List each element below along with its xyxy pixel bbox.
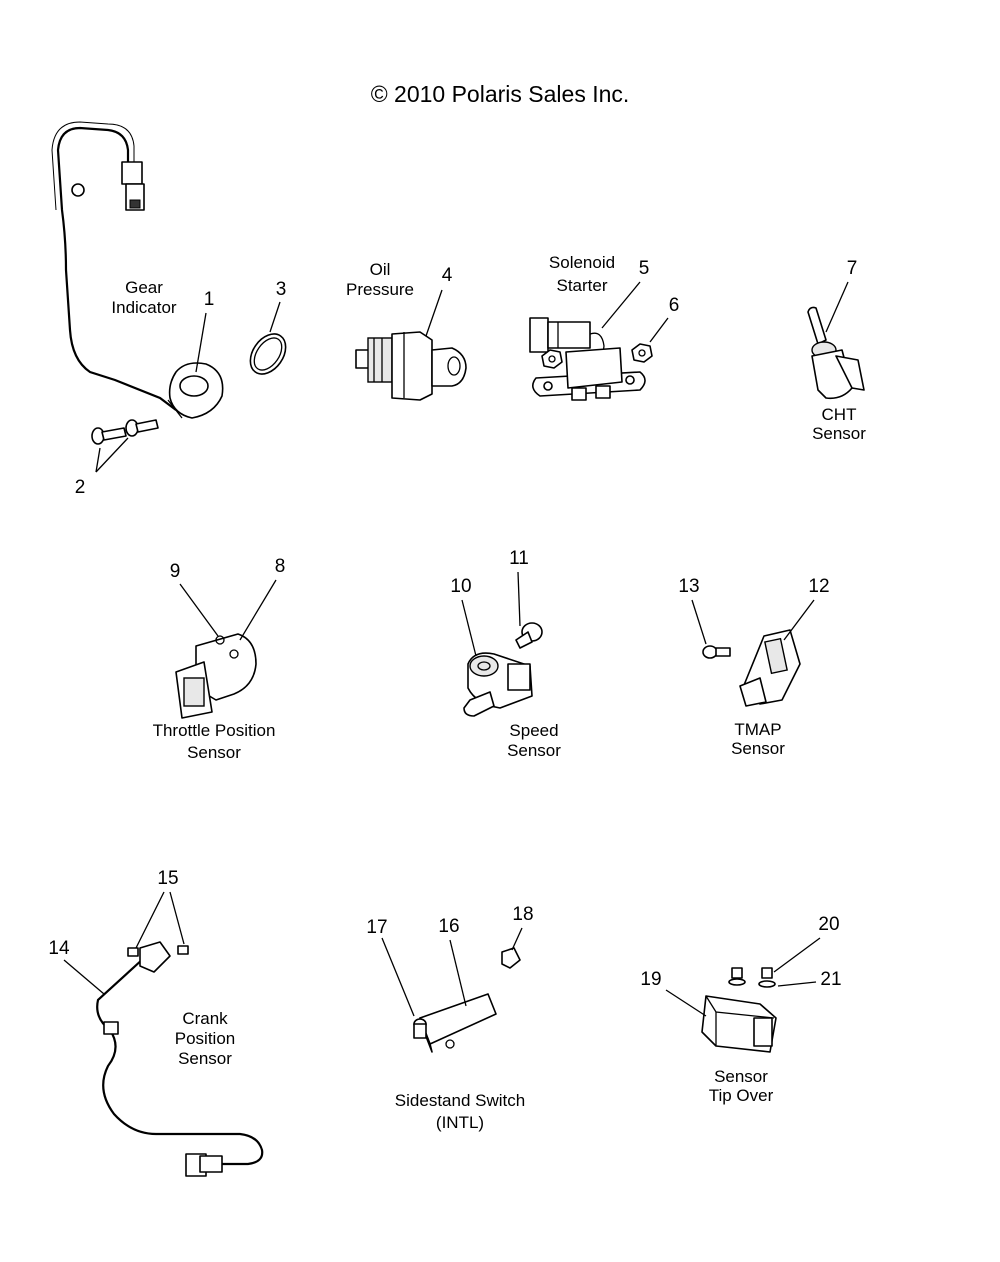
callout-10: 10 — [450, 576, 472, 597]
gear-indicator-part — [51, 121, 287, 445]
tmap-sensor-label-line1: TMAP — [734, 720, 782, 739]
tmap-screw — [702, 645, 731, 659]
oil-pressure-part — [355, 331, 467, 401]
speed-sensor-label: Speed Sensor — [492, 721, 576, 761]
callout-11: 11 — [509, 548, 529, 569]
cht-sensor-label: CHT Sensor — [796, 405, 882, 443]
gear-indicator-label-line1: Gear — [125, 278, 163, 297]
speed-sensor-label-line1: Speed — [509, 721, 559, 740]
sidestand-switch-label-line1: Sidestand Switch — [394, 1091, 526, 1110]
crank-position-sensor-label-line2: Position — [174, 1029, 236, 1048]
callout-21: 21 — [820, 969, 842, 990]
solenoid-nut-right — [631, 343, 653, 363]
throttle-position-sensor-label: Throttle Position Sensor — [134, 720, 294, 764]
crank-position-sensor-part — [96, 941, 264, 1177]
callout-19: 19 — [640, 969, 662, 990]
callout-20: 20 — [818, 914, 840, 935]
sidestand-pin — [413, 1018, 427, 1039]
callout-6: 6 — [668, 295, 680, 316]
tip-over-nut-right — [758, 967, 776, 988]
callout-4: 4 — [441, 265, 453, 286]
callout-16: 16 — [438, 916, 460, 937]
callout-9: 9 — [169, 561, 181, 582]
solenoid-starter-label-line1: Solenoid — [548, 253, 616, 272]
solenoid-nut-left — [541, 349, 563, 369]
cht-sensor-label-line1: CHT — [821, 405, 857, 424]
callout-7: 7 — [846, 258, 858, 279]
solenoid-starter-label: Solenoid Starter — [530, 251, 634, 297]
throttle-position-sensor-label-line1: Throttle Position — [152, 721, 276, 740]
callout-5: 5 — [638, 258, 650, 279]
throttle-position-sensor-part — [175, 633, 257, 719]
solenoid-starter-label-line2: Starter — [556, 276, 608, 295]
oil-pressure-label: Oil Pressure — [330, 260, 430, 300]
oil-pressure-label-line2: Pressure — [345, 280, 415, 299]
sidestand-switch-part — [413, 947, 521, 1053]
tmap-sensor-part — [702, 629, 801, 707]
crank-position-sensor-label-line3: Sensor — [178, 1049, 232, 1068]
callout-3: 3 — [275, 279, 287, 300]
tmap-sensor-label: TMAP Sensor — [716, 720, 800, 758]
callout-13: 13 — [678, 576, 700, 597]
sidestand-switch-label: Sidestand Switch (INTL) — [380, 1090, 540, 1134]
tip-over-nut-left — [728, 967, 746, 986]
callout-12: 12 — [808, 576, 830, 597]
speed-sensor-bolt — [515, 622, 543, 649]
callout-14: 14 — [48, 938, 70, 959]
crank-position-sensor-label-line1: Crank — [182, 1009, 228, 1028]
callout-15: 15 — [157, 868, 179, 889]
speed-sensor-part — [463, 622, 543, 717]
bolt-left — [91, 427, 127, 445]
throttle-position-sensor-label-line2: Sensor — [187, 743, 241, 762]
gear-indicator-label-line2: Indicator — [111, 298, 177, 317]
tmap-sensor-label-line2: Sensor — [731, 739, 785, 758]
cht-sensor-label-line2: Sensor — [812, 424, 866, 443]
crank-screw-left — [127, 947, 139, 957]
sidestand-nut — [501, 947, 521, 969]
sensor-tip-over-label: Sensor Tip Over — [696, 1067, 786, 1105]
sensor-tip-over-label-line1: Sensor — [714, 1067, 768, 1086]
sensor-tip-over-label-line2: Tip Over — [708, 1086, 774, 1105]
callout-17: 17 — [366, 917, 388, 938]
crank-screw-right — [177, 945, 189, 955]
callout-18: 18 — [512, 904, 534, 925]
copyright-notice: © 2010 Polaris Sales Inc. — [370, 81, 630, 107]
callout-8: 8 — [274, 556, 286, 577]
speed-sensor-label-line2: Sensor — [507, 741, 561, 760]
callout-2: 2 — [74, 477, 86, 498]
gear-indicator-label: Gear Indicator — [92, 278, 196, 318]
bolt-right — [125, 419, 159, 437]
solenoid-starter-part — [529, 317, 653, 401]
leader-lines — [63, 281, 849, 1017]
crank-position-sensor-label: Crank Position Sensor — [160, 1009, 250, 1069]
cht-sensor-part — [807, 306, 865, 400]
tip-over-sensor-part — [701, 967, 777, 1053]
oil-pressure-label-line1: Oil — [369, 260, 391, 279]
callout-1: 1 — [203, 289, 215, 310]
sidestand-switch-label-line2: (INTL) — [435, 1113, 485, 1132]
